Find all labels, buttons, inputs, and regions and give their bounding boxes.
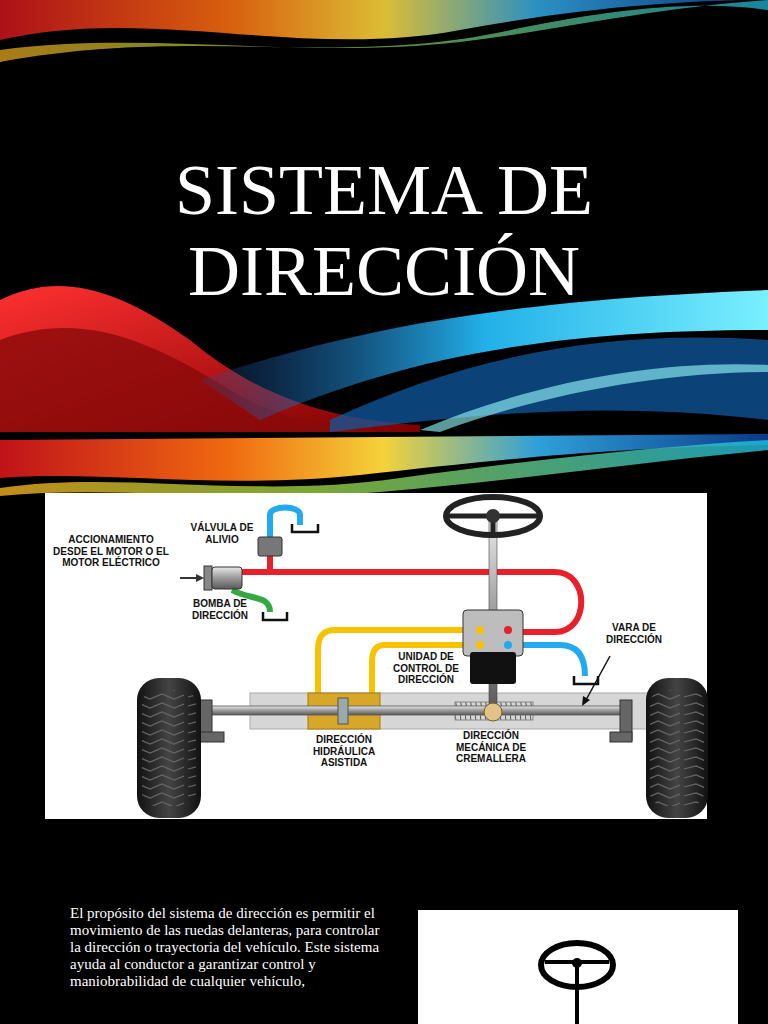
part-label: VARA DE DIRECCIÓN — [596, 622, 672, 645]
part-label: BOMBA DE DIRECCIÓN — [180, 598, 260, 621]
slide-title: SISTEMA DE DIRECCIÓN — [124, 150, 644, 311]
part-label: UNIDAD DE CONTROL DE DIRECCIÓN — [386, 651, 466, 686]
part-label: DIRECCIÓN HIDRÁULICA ASISTIDA — [296, 734, 392, 769]
part-label: DIRECCIÓN MECÁNICA DE CREMALLERA — [436, 730, 546, 765]
part-label: VÁLVULA DE ALIVIO — [186, 522, 258, 545]
body-paragraph: El propósito del sistema de dirección es… — [70, 905, 382, 990]
part-label: ACCIONAMIENTO DESDE EL MOTOR O EL MOTOR … — [52, 534, 170, 569]
